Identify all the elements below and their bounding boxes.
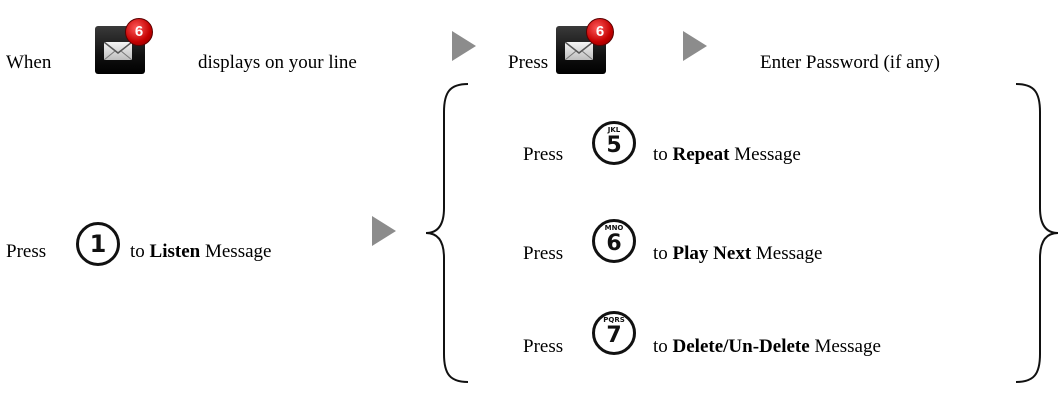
delete-action: Delete/Un-Delete xyxy=(672,336,810,357)
repeat-action: Repeat xyxy=(672,144,730,165)
displays-label: displays on your line xyxy=(198,52,357,73)
keypad-5-button-icon: JKL 5 xyxy=(592,121,636,165)
messages-button-icon: 6 xyxy=(556,18,614,76)
delete-instruction: to Delete/Un-Delete Message xyxy=(653,336,881,357)
keypad-6-button-icon: MNO 6 xyxy=(592,219,636,263)
message-count-badge: 6 xyxy=(586,18,614,46)
press-label: Press xyxy=(523,336,564,357)
right-brace xyxy=(1015,83,1059,383)
play-next-instruction: to Play Next Message xyxy=(653,243,823,264)
play-next-action: Play Next xyxy=(672,243,752,264)
play-arrow-icon xyxy=(372,216,396,246)
play-arrow-icon xyxy=(683,31,707,61)
left-brace xyxy=(425,83,469,383)
press-label: Press xyxy=(523,144,564,165)
press-label: Press xyxy=(6,241,47,262)
enter-password-label: Enter Password (if any) xyxy=(760,52,940,73)
voicemail-envelope-icon: 6 xyxy=(95,18,153,76)
listen-action: Listen xyxy=(149,241,201,262)
keypad-7-button-icon: PQRS 7 xyxy=(592,311,636,355)
when-label: When xyxy=(6,52,52,73)
repeat-instruction: to Repeat Message xyxy=(653,144,801,165)
listen-instruction: to Listen Message xyxy=(130,241,272,262)
press-label: Press xyxy=(523,243,564,264)
message-count-badge: 6 xyxy=(125,18,153,46)
keypad-1-button-icon: 1 xyxy=(76,222,120,266)
press-label: Press xyxy=(508,52,549,73)
play-arrow-icon xyxy=(452,31,476,61)
